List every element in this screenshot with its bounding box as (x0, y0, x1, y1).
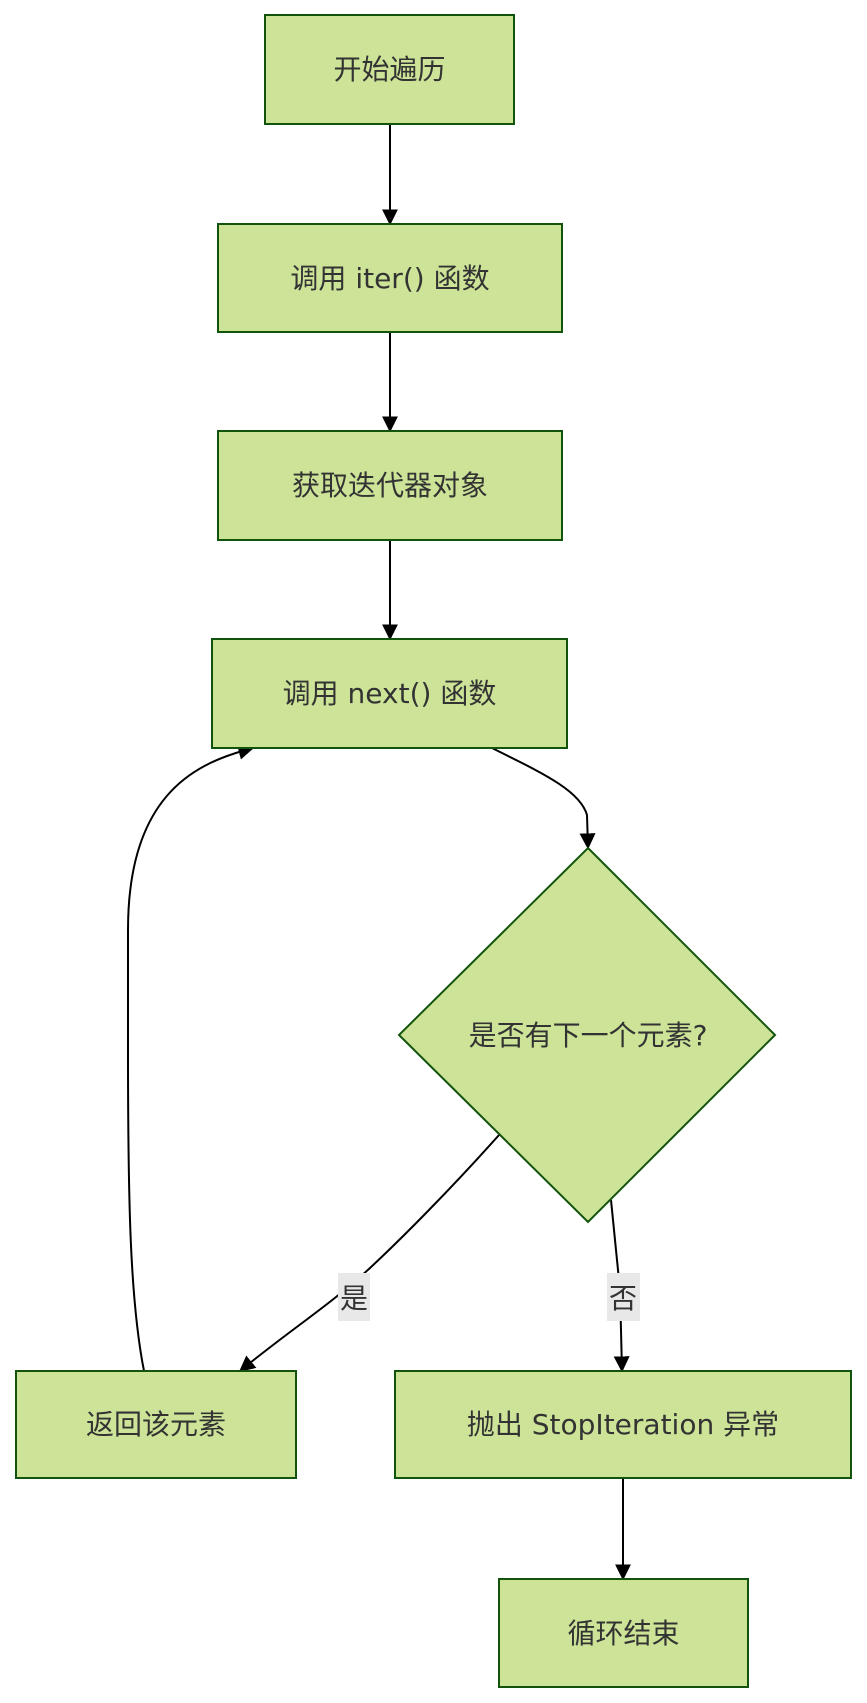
edge-label-no-text: 否 (609, 1282, 637, 1315)
edge-return-elem-to-call-next (127, 744, 255, 1372)
node-call-next-label: 调用 next() 函数 (283, 677, 497, 710)
node-loop-end-label: 循环结束 (567, 1617, 679, 1650)
node-raise-stop-label: 抛出 StopIteration 异常 (467, 1408, 779, 1441)
edges (127, 124, 631, 1581)
node-start: 开始遍历 (264, 14, 515, 125)
node-call-next: 调用 next() 函数 (211, 638, 568, 749)
node-call-iter-label: 调用 iter() 函数 (290, 262, 489, 295)
edge-call-next-to-has-next (491, 747, 596, 850)
node-return-elem: 返回该元素 (15, 1370, 297, 1479)
node-get-iterator: 获取迭代器对象 (217, 430, 563, 541)
node-return-elem-label: 返回该元素 (86, 1408, 226, 1441)
node-start-label: 开始遍历 (333, 53, 445, 86)
node-call-iter: 调用 iter() 函数 (217, 223, 563, 333)
node-loop-end: 循环结束 (498, 1578, 749, 1688)
node-has-next-decision: 是否有下一个元素? (397, 846, 777, 1224)
edge-has-next-to-return-elem (238, 1134, 500, 1372)
edge-label-yes: 是 (338, 1273, 370, 1321)
node-get-iterator-label: 获取迭代器对象 (292, 469, 488, 502)
edge-label-no: 否 (607, 1273, 640, 1321)
node-has-next-label: 是否有下一个元素? (469, 1019, 708, 1052)
node-raise-stop-iteration: 抛出 StopIteration 异常 (394, 1370, 852, 1479)
edge-label-yes-text: 是 (340, 1282, 368, 1315)
